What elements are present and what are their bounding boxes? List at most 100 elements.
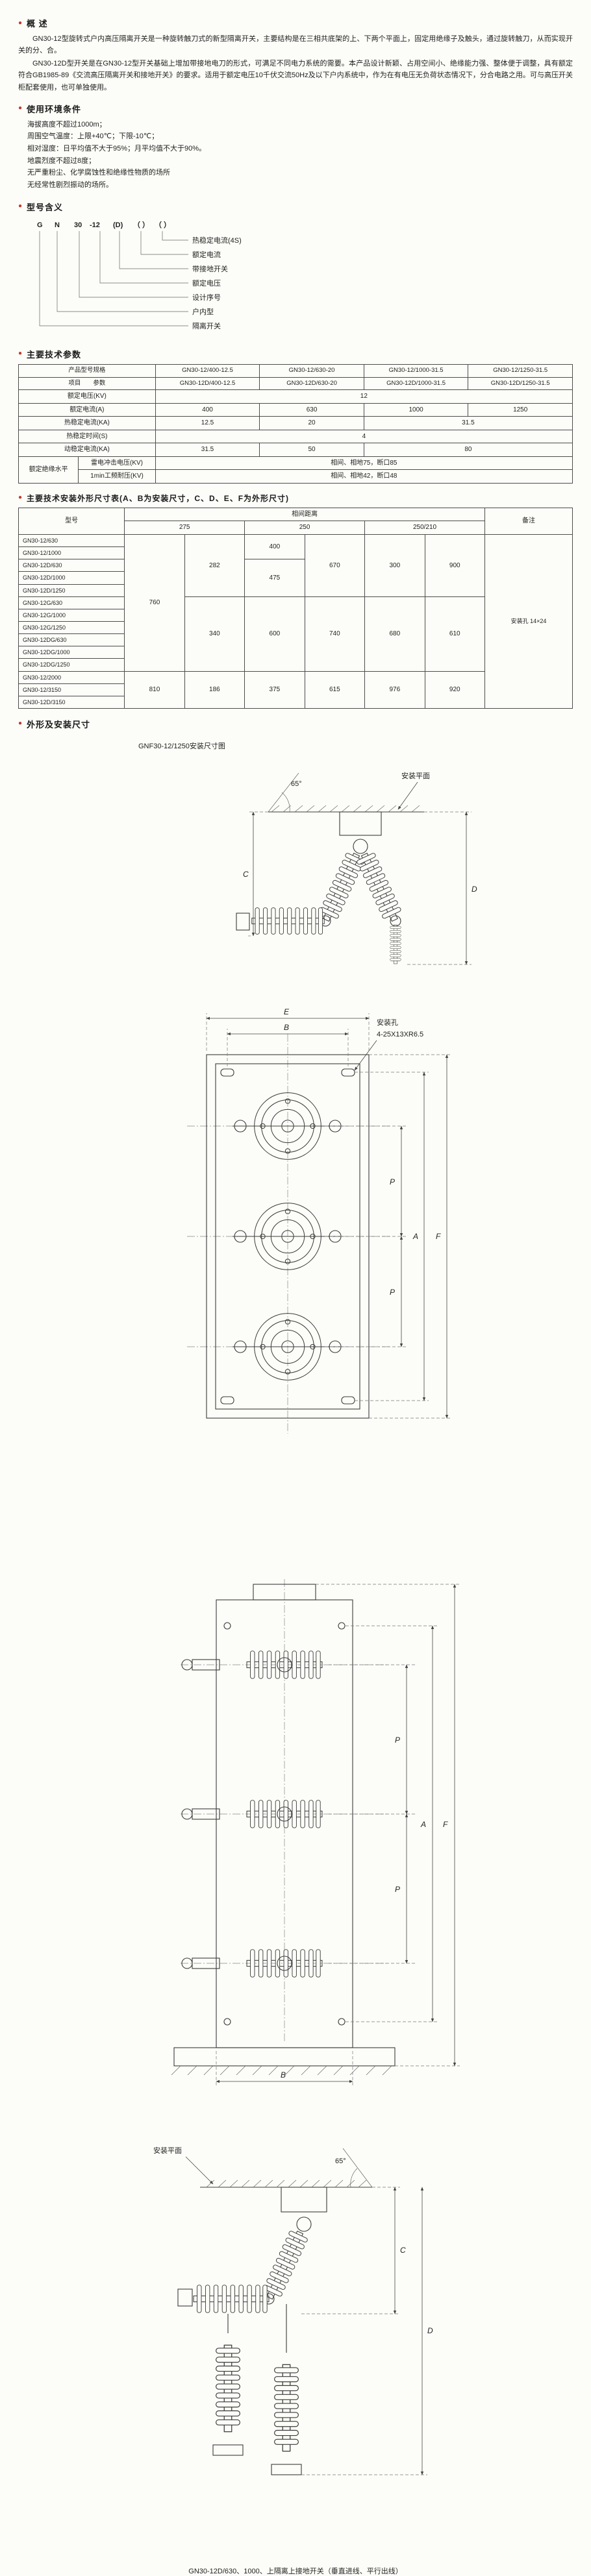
- overview-paragraph: GN30-12D型开关是在GN30-12型开关基础上增加带接地电刀的形式，可满足…: [18, 60, 573, 92]
- table-cell: 680: [364, 596, 425, 672]
- designation-label: 带接地开关: [192, 264, 228, 273]
- table-cell: 615: [304, 670, 366, 709]
- table-cell: 12: [155, 389, 573, 404]
- bullet-icon: ●: [18, 104, 23, 112]
- header-cell: 备注: [484, 507, 573, 535]
- svg-text:D: D: [472, 885, 477, 894]
- mounting-plane: [200, 2179, 372, 2188]
- table-cell: GN30-12G/1000: [18, 608, 125, 622]
- table-cell: GN30-12/3150: [18, 683, 125, 696]
- table-cell: GN30-12G/1250: [18, 620, 125, 635]
- section-title: 型号含义: [27, 202, 64, 212]
- svg-text:P: P: [390, 1177, 395, 1186]
- angle-label: 65°: [291, 780, 302, 788]
- table-cell: 额定电流(A): [18, 402, 156, 417]
- env-condition: 周围空气温度：上限+40℃；下限-10℃；: [27, 132, 159, 141]
- figure-front-elevation: P P A F B: [171, 1578, 460, 2087]
- env-condition: 海拔高度不超过1000m；: [27, 120, 107, 129]
- table-cell: 额定电压(KV): [18, 389, 156, 404]
- header-cell: GN30-12/1000-31.5: [363, 363, 469, 378]
- table-cell: 400: [155, 402, 260, 417]
- table-cell: GN30-12/630: [18, 534, 125, 548]
- switch-body: [177, 2187, 327, 2475]
- section-model-heading: ● 型号含义: [18, 201, 573, 213]
- header-cell: 275: [124, 521, 245, 535]
- section-title: 主要技术参数: [27, 349, 82, 360]
- svg-text:A: A: [420, 1820, 426, 1829]
- header-cell: GN30-12D/1250-31.5: [468, 376, 573, 391]
- designation-label: 热稳定电流(4S): [192, 236, 242, 245]
- section-overview-heading: ● 概 述: [18, 17, 573, 29]
- table-cell: 额定绝缘水平: [18, 456, 79, 484]
- svg-text:P: P: [390, 1288, 395, 1297]
- bullet-icon: ●: [18, 19, 23, 27]
- svg-text:-12: -12: [90, 221, 100, 229]
- svg-text:(D): (D): [113, 221, 123, 229]
- table-cell: 630: [259, 402, 364, 417]
- mounting-plane-label: 安装平面: [153, 2146, 182, 2155]
- table-cell: 375: [244, 670, 305, 709]
- svg-text:C: C: [243, 870, 249, 879]
- dimension-lines: C D: [243, 811, 477, 965]
- svg-text:A: A: [412, 1232, 418, 1241]
- table-cell: 300: [364, 534, 425, 597]
- figure-side-view-earthing: 安装平面 65° C: [153, 2146, 433, 2475]
- section-dims-heading: ● 主要技术安装外形尺寸表(A、B为安装尺寸，C、D、E、F为外形尺寸): [18, 493, 573, 504]
- table-cell: GN30-12/2000: [18, 670, 125, 684]
- env-condition: 相对湿度：日平均值不大于95%；月平均值不大于90%。: [27, 145, 207, 153]
- header-cell: 相间距离: [124, 507, 485, 522]
- dimension-lines: E B P P A F: [206, 1007, 452, 1419]
- table-cell: 740: [304, 596, 366, 672]
- mounting-plane-label: 安装平面: [401, 771, 430, 780]
- table-cell: 31.5: [155, 443, 260, 457]
- table-cell: 1250: [468, 402, 573, 417]
- table-cell: 12.5: [155, 416, 260, 430]
- table-cell: 50: [259, 443, 364, 457]
- header-cell: 250: [244, 521, 366, 535]
- header-cell: GN30-12/400-12.5: [155, 363, 260, 378]
- header-cell: GN30-12D/630-20: [259, 376, 364, 391]
- svg-text:F: F: [443, 1820, 448, 1829]
- svg-text:（ ）: （ ）: [133, 221, 149, 229]
- header-cell: GN30-12D/1000-31.5: [363, 376, 469, 391]
- table-cell: GN30-12DG/630: [18, 633, 125, 647]
- table-cell: 热稳定时间(S): [18, 429, 156, 444]
- table-cell: GN30-12DG/1250: [18, 658, 125, 672]
- table-cell: 400: [244, 534, 305, 560]
- section-params-heading: ● 主要技术参数: [18, 348, 573, 360]
- svg-text:P: P: [395, 1736, 400, 1745]
- svg-text:P: P: [395, 1885, 400, 1894]
- mounting-plane: [268, 805, 424, 813]
- header-cell: 项目 参数: [18, 376, 156, 391]
- mounting-hole-spec: 4-25X13XR6.5: [377, 1031, 423, 1038]
- figure1-label: GNF30-12/1250安装尺寸图: [138, 742, 225, 750]
- bullet-icon: ●: [18, 494, 23, 502]
- table-cell: GN30-12DG/1000: [18, 646, 125, 659]
- header-cell: GN30-12D/400-12.5: [155, 376, 260, 391]
- table-cell: 900: [424, 534, 486, 597]
- table-cell: 1min工频耐压(KV): [78, 469, 156, 484]
- env-condition: 无经常性剧烈振动的场所。: [27, 181, 113, 190]
- designation-label: 额定电压: [192, 278, 221, 288]
- table-cell: 670: [304, 534, 366, 597]
- table-cell: 雷电冲击电压(KV): [78, 456, 156, 471]
- table-cell: GN30-12D/1250: [18, 583, 125, 597]
- section-outline-heading: ● 外形及安装尺寸: [18, 718, 573, 730]
- figure-install-side-view: 安装平面 65° C D: [236, 771, 477, 965]
- header-cell: 产品型号规格: [18, 363, 156, 378]
- frame-and-base: [171, 1584, 396, 2076]
- switch-body: [236, 811, 405, 964]
- section-title: 外形及安装尺寸: [27, 719, 91, 730]
- env-condition: 无严重粉尘、化学腐蚀性和绝缘性物质的场所: [27, 169, 170, 177]
- svg-text:E: E: [284, 1007, 290, 1016]
- svg-text:N: N: [55, 221, 60, 229]
- overview-paragraph: GN30-12型旋转式户内高压隔离开关是一种旋转触刀式的新型隔离开关，主要结构是…: [18, 35, 573, 55]
- table-cell: 810: [124, 670, 185, 709]
- section-title: 主要技术安装外形尺寸表(A、B为安装尺寸，C、D、E、F为外形尺寸): [27, 493, 290, 503]
- figure-plan-view: 安装孔 4-25X13XR6.5 E B P P A F: [187, 1007, 452, 1434]
- env-condition: 地震烈度不超过8度；: [27, 156, 96, 165]
- section-title: 概 述: [27, 19, 48, 29]
- bullet-icon: ●: [18, 202, 23, 210]
- table-cell: 4: [155, 429, 573, 444]
- bullet-icon: ●: [18, 720, 23, 728]
